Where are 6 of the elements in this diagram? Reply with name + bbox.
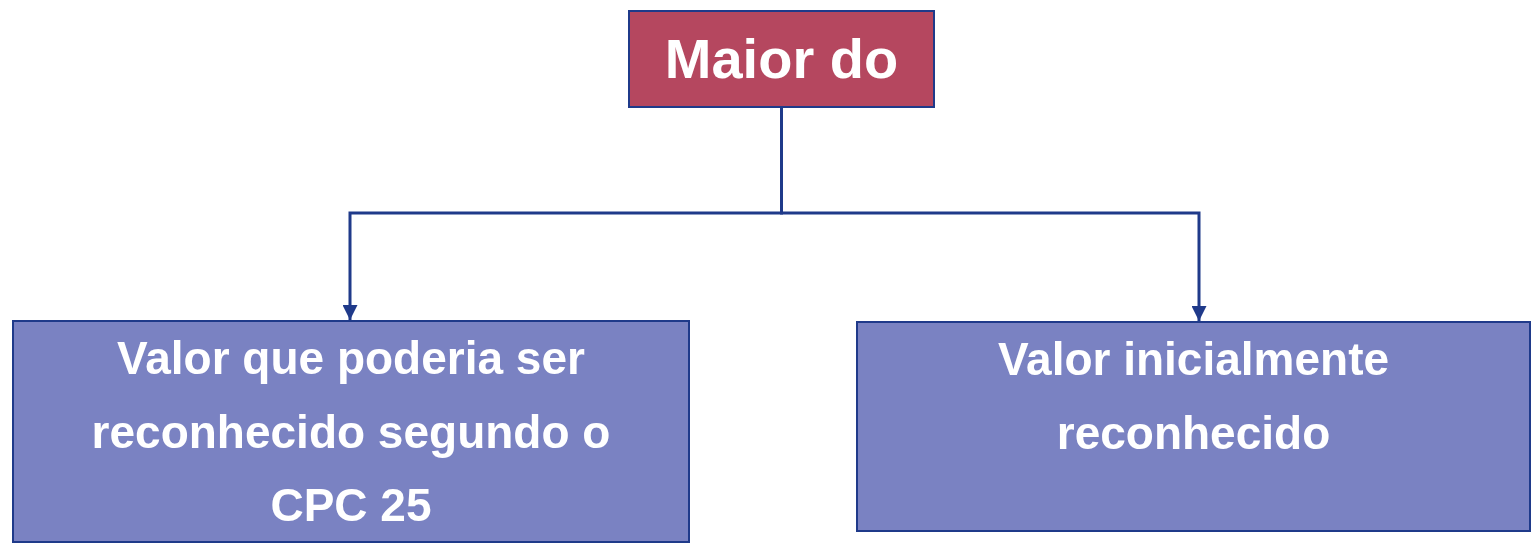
process-box: [628, 10, 935, 108]
process-box: [12, 320, 690, 543]
box-label: Maior do: [664, 31, 899, 87]
process-box: [856, 321, 1531, 532]
box-label: Valor que poderia ser reconhecido segundo o CPC 25: [90, 331, 612, 534]
box-label: Valor inicialmente reconhecido: [996, 332, 1391, 461]
